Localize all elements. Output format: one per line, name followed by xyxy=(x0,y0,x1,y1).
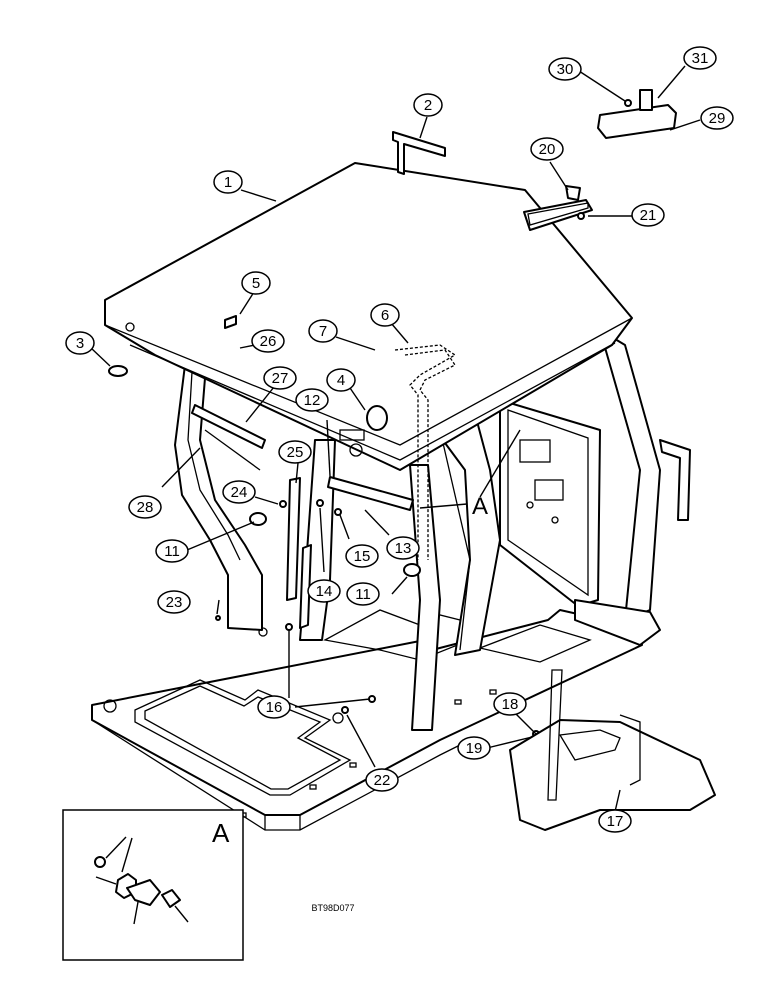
mirror-20-21 xyxy=(523,185,593,231)
plug-11 xyxy=(249,512,421,577)
callout-29: 29 xyxy=(700,106,734,130)
pedal-assembly-17 xyxy=(509,669,716,831)
svg-text:1: 1 xyxy=(224,174,232,191)
svg-text:11: 11 xyxy=(355,586,371,603)
callout-14: 14 xyxy=(307,579,341,603)
callout-25: 25 xyxy=(278,440,312,464)
svg-text:12: 12 xyxy=(304,392,321,409)
svg-text:18: 18 xyxy=(502,696,519,713)
callout-1: 1 xyxy=(213,170,243,194)
svg-text:14: 14 xyxy=(316,583,333,600)
plug-5 xyxy=(224,315,237,329)
svg-text:29: 29 xyxy=(709,110,726,127)
svg-text:5: 5 xyxy=(252,275,260,292)
callout-15: 15 xyxy=(345,544,379,568)
callout-2: 2 xyxy=(413,93,443,117)
svg-text:20: 20 xyxy=(539,141,556,158)
inset-detail-a: A xyxy=(62,809,244,961)
callout-31: 31 xyxy=(683,46,717,70)
cap-3 xyxy=(108,365,128,377)
callout-30: 30 xyxy=(548,57,582,81)
drawing-code: BT98D077 xyxy=(311,903,354,913)
callout-3: 3 xyxy=(65,331,95,355)
callout-18: 18 xyxy=(493,692,527,716)
plug-4 xyxy=(366,405,388,431)
callout-13: 13 xyxy=(386,536,420,560)
trim-strip-6 xyxy=(394,344,457,560)
callout-11-right: 11 xyxy=(346,582,380,606)
svg-text:31: 31 xyxy=(692,50,709,67)
callout-20: 20 xyxy=(530,137,564,161)
svg-text:23: 23 xyxy=(166,594,183,611)
svg-text:30: 30 xyxy=(557,61,574,78)
cab-roof xyxy=(104,162,633,471)
svg-text:25: 25 xyxy=(287,444,304,461)
svg-text:21: 21 xyxy=(640,207,657,224)
svg-text:26: 26 xyxy=(260,333,277,350)
svg-text:22: 22 xyxy=(374,772,391,789)
callout-22: 22 xyxy=(365,768,399,792)
callout-19: 19 xyxy=(457,736,491,760)
svg-text:24: 24 xyxy=(231,484,248,501)
callout-16: 16 xyxy=(257,695,291,719)
inset-label: A xyxy=(212,818,230,848)
callout-4: 4 xyxy=(326,368,356,392)
callout-11-left: 11 xyxy=(155,539,189,563)
svg-text:19: 19 xyxy=(466,740,483,757)
callout-26: 26 xyxy=(251,329,285,353)
detail-a-marker: A xyxy=(472,493,488,520)
trim-strip-12-14-25 xyxy=(286,476,414,629)
roof-bracket-2 xyxy=(392,131,446,175)
callout-27: 27 xyxy=(263,366,297,390)
callout-24: 24 xyxy=(222,480,256,504)
svg-text:6: 6 xyxy=(381,307,389,324)
callout-23: 23 xyxy=(157,590,191,614)
callout-5: 5 xyxy=(241,271,271,295)
callout-21: 21 xyxy=(631,203,665,227)
svg-text:27: 27 xyxy=(272,370,289,387)
callout-6: 6 xyxy=(370,303,400,327)
svg-text:11: 11 xyxy=(164,543,180,560)
svg-text:7: 7 xyxy=(319,323,327,340)
svg-text:3: 3 xyxy=(76,335,84,352)
svg-text:16: 16 xyxy=(266,699,283,716)
mirror-29-31 xyxy=(597,89,677,139)
svg-text:2: 2 xyxy=(424,97,432,114)
svg-text:4: 4 xyxy=(337,372,345,389)
callout-12: 12 xyxy=(295,388,329,412)
svg-text:13: 13 xyxy=(395,540,412,557)
weatherstrip-27-28 xyxy=(191,404,266,471)
svg-text:28: 28 xyxy=(137,499,154,516)
callout-17: 17 xyxy=(598,809,632,833)
callout-28: 28 xyxy=(128,495,162,519)
svg-text:17: 17 xyxy=(607,813,624,830)
svg-text:15: 15 xyxy=(354,548,371,565)
callout-7: 7 xyxy=(308,319,338,343)
